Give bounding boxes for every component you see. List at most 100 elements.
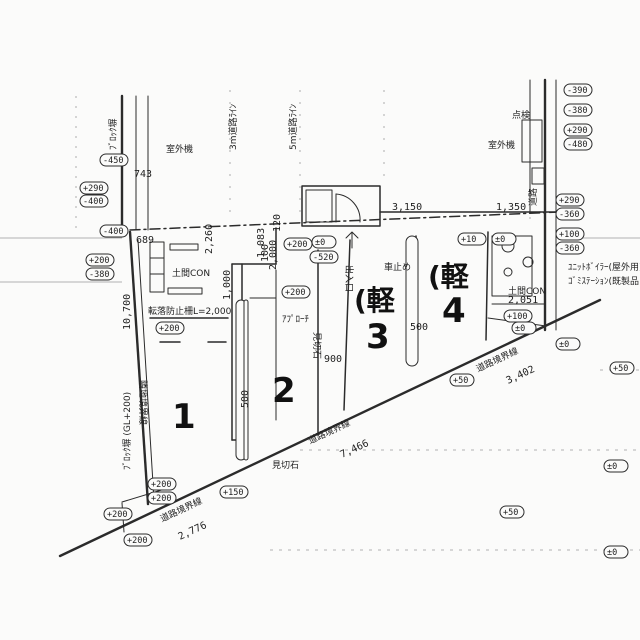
- entrance-structure: [301, 185, 381, 249]
- drain-label: 点検: [512, 109, 530, 121]
- right-building: [521, 78, 557, 332]
- level-tag: +290: [555, 193, 585, 207]
- level-tag: +290: [79, 181, 109, 195]
- dim-10700: 10,700: [122, 294, 133, 330]
- garbage-station-label: ｺﾞﾐｽﾃｰｼｮﾝ(既製品: [568, 275, 639, 287]
- level-tag: ±0: [555, 337, 581, 351]
- level-tag: +50: [609, 361, 635, 375]
- dim-500a: 500: [240, 390, 251, 408]
- level-tag: +100: [555, 227, 585, 241]
- level-tag: +200: [147, 477, 177, 491]
- svg-text:±0: ±0: [315, 238, 325, 248]
- level-tag: +200: [147, 491, 177, 505]
- outdoor-unit-right-label: 室外機: [488, 139, 515, 151]
- dim-1000: 1,000: [222, 270, 233, 300]
- level-tag: ±0: [511, 321, 537, 335]
- dim-3402: 3,402: [505, 364, 537, 387]
- svg-text:+200: +200: [127, 536, 147, 546]
- level-tag: ±0: [491, 232, 517, 246]
- level-tag: -380: [563, 103, 593, 117]
- space-4-kei: (軽: [428, 260, 470, 293]
- road-boundary-1-label: 道路境界線: [306, 417, 352, 447]
- dim-743: 743: [134, 169, 152, 180]
- wheel-stops: [235, 235, 419, 461]
- level-tag: +290: [563, 123, 593, 137]
- space-4-number: 4: [442, 291, 466, 331]
- level-tag: +200: [123, 533, 153, 547]
- space-3-kei: (軽: [354, 284, 396, 317]
- dim-2260: 2,260: [204, 224, 215, 254]
- dim-120: 120: [272, 214, 283, 232]
- space-1-number: 1: [172, 397, 196, 437]
- dim-2051: 2,051: [508, 295, 538, 306]
- approach-label: ｱﾌﾟﾛｰﾁ: [282, 314, 310, 325]
- level-tag: ±0: [603, 545, 629, 559]
- svg-text:+150: +150: [223, 488, 243, 498]
- svg-text:+10: +10: [461, 235, 476, 245]
- svg-text:+200: +200: [159, 324, 179, 334]
- level-tag: +50: [449, 373, 475, 387]
- svg-text:+290: +290: [83, 184, 103, 194]
- outdoor-unit-left-label: 室外機: [166, 143, 193, 155]
- dim-7466: 7,466: [339, 438, 371, 461]
- entrance-label: 出入口: [343, 265, 355, 292]
- level-tag: -360: [555, 207, 585, 221]
- svg-text:+200: +200: [89, 256, 109, 266]
- dim-100: 100: [260, 244, 271, 262]
- svg-text:-360: -360: [559, 210, 579, 220]
- dim-900: 900: [324, 354, 342, 365]
- svg-text:-520: -520: [313, 253, 333, 263]
- svg-text:+290: +290: [559, 196, 579, 206]
- svg-text:±0: ±0: [515, 324, 525, 334]
- level-tag: +50: [499, 505, 525, 519]
- level-tag: +10: [457, 232, 487, 246]
- level-tag: +200: [85, 253, 115, 267]
- svg-text:+100: +100: [507, 312, 527, 322]
- level-tag: -400: [79, 194, 109, 208]
- level-tag: -390: [563, 83, 593, 97]
- svg-text:-360: -360: [559, 244, 579, 254]
- level-tag: ±0: [603, 459, 629, 473]
- svg-text:-400: -400: [83, 197, 103, 207]
- level-tag: +200: [103, 507, 133, 521]
- boundary-left-label: 隣地境界線: [137, 380, 149, 425]
- svg-text:-450: -450: [103, 156, 123, 166]
- top-property-line: [129, 211, 561, 231]
- svg-text:+200: +200: [151, 480, 171, 490]
- level-tag: -520: [309, 250, 339, 264]
- earth-con-right-label: 土間CON: [508, 285, 546, 297]
- road-name-label: 道路: [527, 188, 539, 206]
- svg-text:±0: ±0: [559, 340, 569, 350]
- svg-text:+50: +50: [503, 508, 518, 518]
- svg-text:-380: -380: [89, 270, 109, 280]
- svg-text:±0: ±0: [495, 235, 505, 245]
- svg-text:-380: -380: [567, 106, 587, 116]
- left-fence-area: [149, 241, 229, 343]
- svg-text:+200: +200: [285, 288, 305, 298]
- level-tag: ±0: [311, 235, 337, 249]
- dim-3150: 3,150: [392, 202, 422, 213]
- level-tag: -450: [99, 153, 129, 167]
- svg-text:±0: ±0: [607, 462, 617, 472]
- svg-text:+50: +50: [453, 376, 468, 386]
- car-stop-label: 車止め: [384, 261, 411, 273]
- block-fence-left-label: ﾌﾞﾛｯｸ塀: [108, 118, 119, 150]
- level-tag: +150: [219, 485, 249, 499]
- level-tag: +200: [281, 285, 311, 299]
- svg-text:+200: +200: [287, 240, 307, 250]
- wheel-stop-3: [405, 235, 419, 367]
- dim-1350: 1,350: [496, 202, 526, 213]
- level-tag: +200: [155, 321, 185, 335]
- space-numbers: 1 2 (軽 3 (軽 4: [172, 260, 470, 437]
- dim-1083: 1,083: [256, 228, 267, 258]
- line-3m-label: 3m道路ﾗｲﾝ: [227, 104, 239, 150]
- svg-text:-390: -390: [567, 86, 587, 96]
- earth-con-left-label: 土間CON: [172, 267, 210, 279]
- level-tag: -480: [563, 137, 593, 151]
- level-tag: -360: [555, 241, 585, 255]
- dim-500b: 500: [410, 322, 428, 333]
- curb-left-label: 見切石: [311, 332, 322, 359]
- svg-text:+200: +200: [107, 510, 127, 520]
- space-3-number: 3: [366, 317, 390, 357]
